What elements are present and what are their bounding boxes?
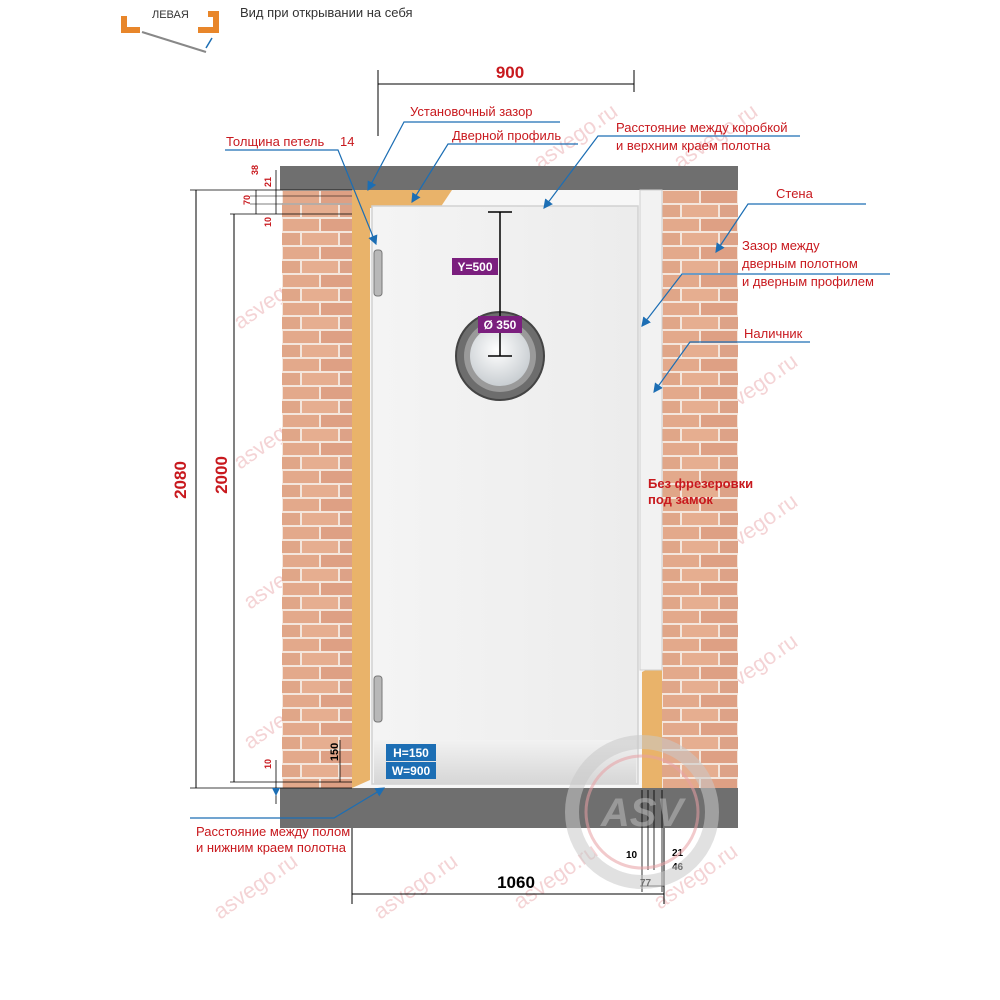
no-lock-label-2: под замок — [648, 492, 713, 507]
total-width-value: 1060 — [497, 873, 535, 892]
kickplate-h-label: H=150 — [393, 746, 429, 760]
opening-side-legend: ЛЕВАЯ Вид при открывании на себя — [121, 5, 413, 53]
dim-38: 38 — [250, 165, 260, 175]
concrete-lintel — [280, 166, 738, 190]
hinge-thickness-label: Толщина петель — [226, 134, 324, 149]
door-profile-right-bottom — [642, 662, 662, 788]
top-gap-label-2: и верхним краем полотна — [616, 138, 771, 153]
w-label-box — [386, 762, 436, 779]
door-profile-left — [352, 190, 370, 788]
casing-label: Наличник — [744, 326, 803, 341]
window-y-label: Y=500 — [457, 260, 492, 274]
bottom-hinge-icon — [373, 675, 383, 723]
window-diameter-label: Ø 350 — [484, 318, 517, 332]
asv-logo-text: ASV — [600, 791, 687, 835]
watermark-text: asvego.ru — [209, 848, 302, 924]
side-label: ЛЕВАЯ — [152, 9, 189, 21]
door-swing-line — [141, 31, 207, 53]
detail-dim-10: 10 — [626, 850, 638, 861]
left-brick-wall — [282, 190, 352, 788]
hinge-thickness-value: 14 — [340, 134, 354, 149]
side-gap-label-2: дверным полотном — [742, 256, 858, 271]
height-dimensions: 2080 2000 38 21 70 10 150 10 — [171, 165, 352, 804]
door-leaf — [371, 205, 639, 785]
install-gap-label: Установочный зазор — [410, 104, 533, 119]
watermark-text: asvego.ru — [369, 848, 462, 924]
total-height-value: 2080 — [171, 461, 190, 499]
right-frame-icon — [198, 11, 219, 33]
floor-gap-label-2: и нижним краем полотна — [196, 840, 347, 855]
width-1060-dimension: 1060 — [351, 828, 665, 904]
side-gap-label-3: и дверным профилем — [742, 274, 874, 289]
kickplate-w-label: W=900 — [392, 764, 431, 778]
dim-150: 150 — [329, 743, 341, 761]
dim-10-bottom: 10 — [263, 759, 273, 769]
dim-21: 21 — [263, 177, 273, 187]
width-900-dimension: 900 — [377, 63, 635, 136]
wall-label: Стена — [776, 186, 814, 201]
casing-right — [639, 189, 663, 671]
h-label-box — [386, 744, 436, 761]
right-brick-wall — [662, 190, 738, 788]
dim-70: 70 — [242, 195, 252, 205]
leaf-height-value: 2000 — [212, 456, 231, 494]
door-profile-label: Дверной профиль — [452, 128, 561, 143]
swing-arrow-icon — [205, 37, 213, 49]
door-width-value: 900 — [496, 63, 524, 82]
asv-logo: ASV — [565, 735, 719, 889]
top-gap-label-1: Расстояние между коробкой — [616, 120, 788, 135]
view-label: Вид при открывании на себя — [240, 5, 413, 20]
floor-gap-label-1: Расстояние между полом — [196, 824, 350, 839]
top-hinge-icon — [373, 249, 383, 297]
dim-10-top: 10 — [263, 217, 273, 227]
callout-leaders — [190, 121, 890, 819]
left-frame-icon — [121, 16, 140, 33]
side-gap-label-1: Зазор между — [742, 238, 820, 253]
d-label-box — [478, 316, 522, 333]
no-lock-label-1: Без фрезеровки — [648, 476, 753, 491]
door-profile-top-left — [352, 190, 452, 208]
y-label-box — [452, 258, 498, 275]
